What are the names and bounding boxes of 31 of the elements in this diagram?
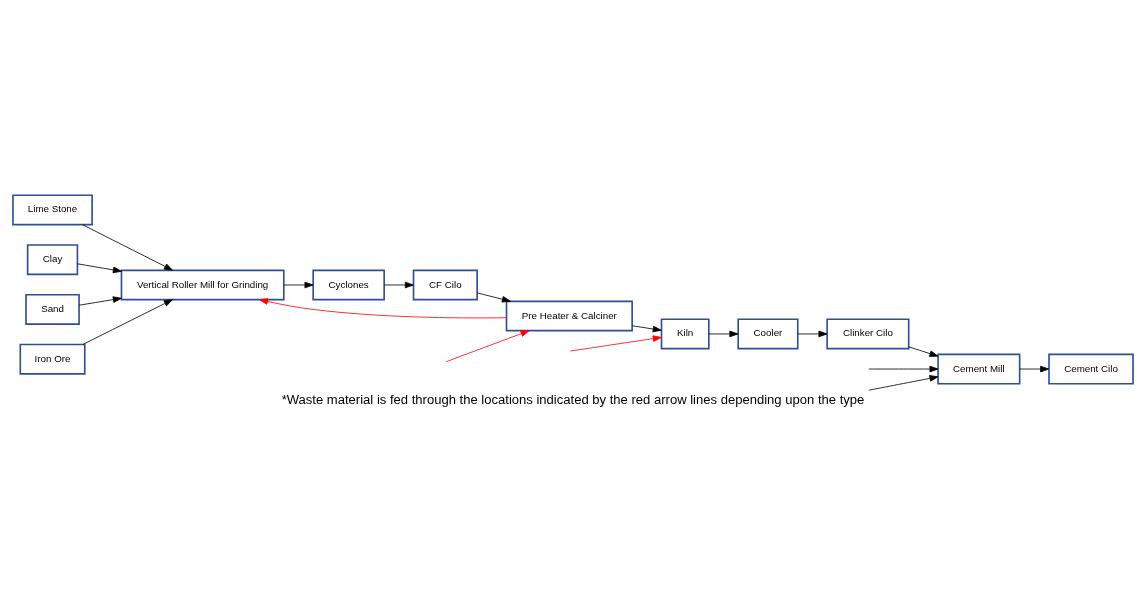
caption: *Waste material is fed through the locations indicated by the red arrow lines depending upon the type xyxy=(281,391,865,407)
arrow xyxy=(631,324,662,332)
arrow xyxy=(383,281,414,288)
node-box: Vertical Roller Mill for Grinding xyxy=(120,269,285,300)
arrow xyxy=(908,345,939,357)
arrow xyxy=(283,281,314,288)
node-box: Lime Stone xyxy=(12,193,93,225)
arrow xyxy=(708,330,739,337)
node-box: Cement Mill xyxy=(937,353,1021,385)
arrow xyxy=(77,262,122,273)
arrow xyxy=(868,374,939,391)
node-box: Iron Ore xyxy=(19,343,86,375)
arrow xyxy=(82,223,173,271)
node-box: Clinker Cilo xyxy=(826,317,910,349)
node-box: Cement Cilo xyxy=(1048,353,1134,385)
arrow xyxy=(569,334,662,351)
arrow xyxy=(1019,365,1050,372)
arrow xyxy=(78,295,122,306)
node-box: Kiln xyxy=(660,317,710,349)
arrow xyxy=(259,297,507,318)
node-box: Cyclones xyxy=(312,269,385,300)
node-box: Pre Heater & Calciner xyxy=(505,300,633,331)
arrow xyxy=(868,365,939,372)
node-box: Sand xyxy=(25,293,80,325)
node-box: CF Cilo xyxy=(412,269,478,300)
arrow xyxy=(797,330,828,337)
node-box: Cooler xyxy=(737,317,799,349)
arrow xyxy=(476,292,511,302)
arrow xyxy=(445,329,530,362)
arrow xyxy=(82,298,173,345)
node-box: Clay xyxy=(26,243,79,275)
